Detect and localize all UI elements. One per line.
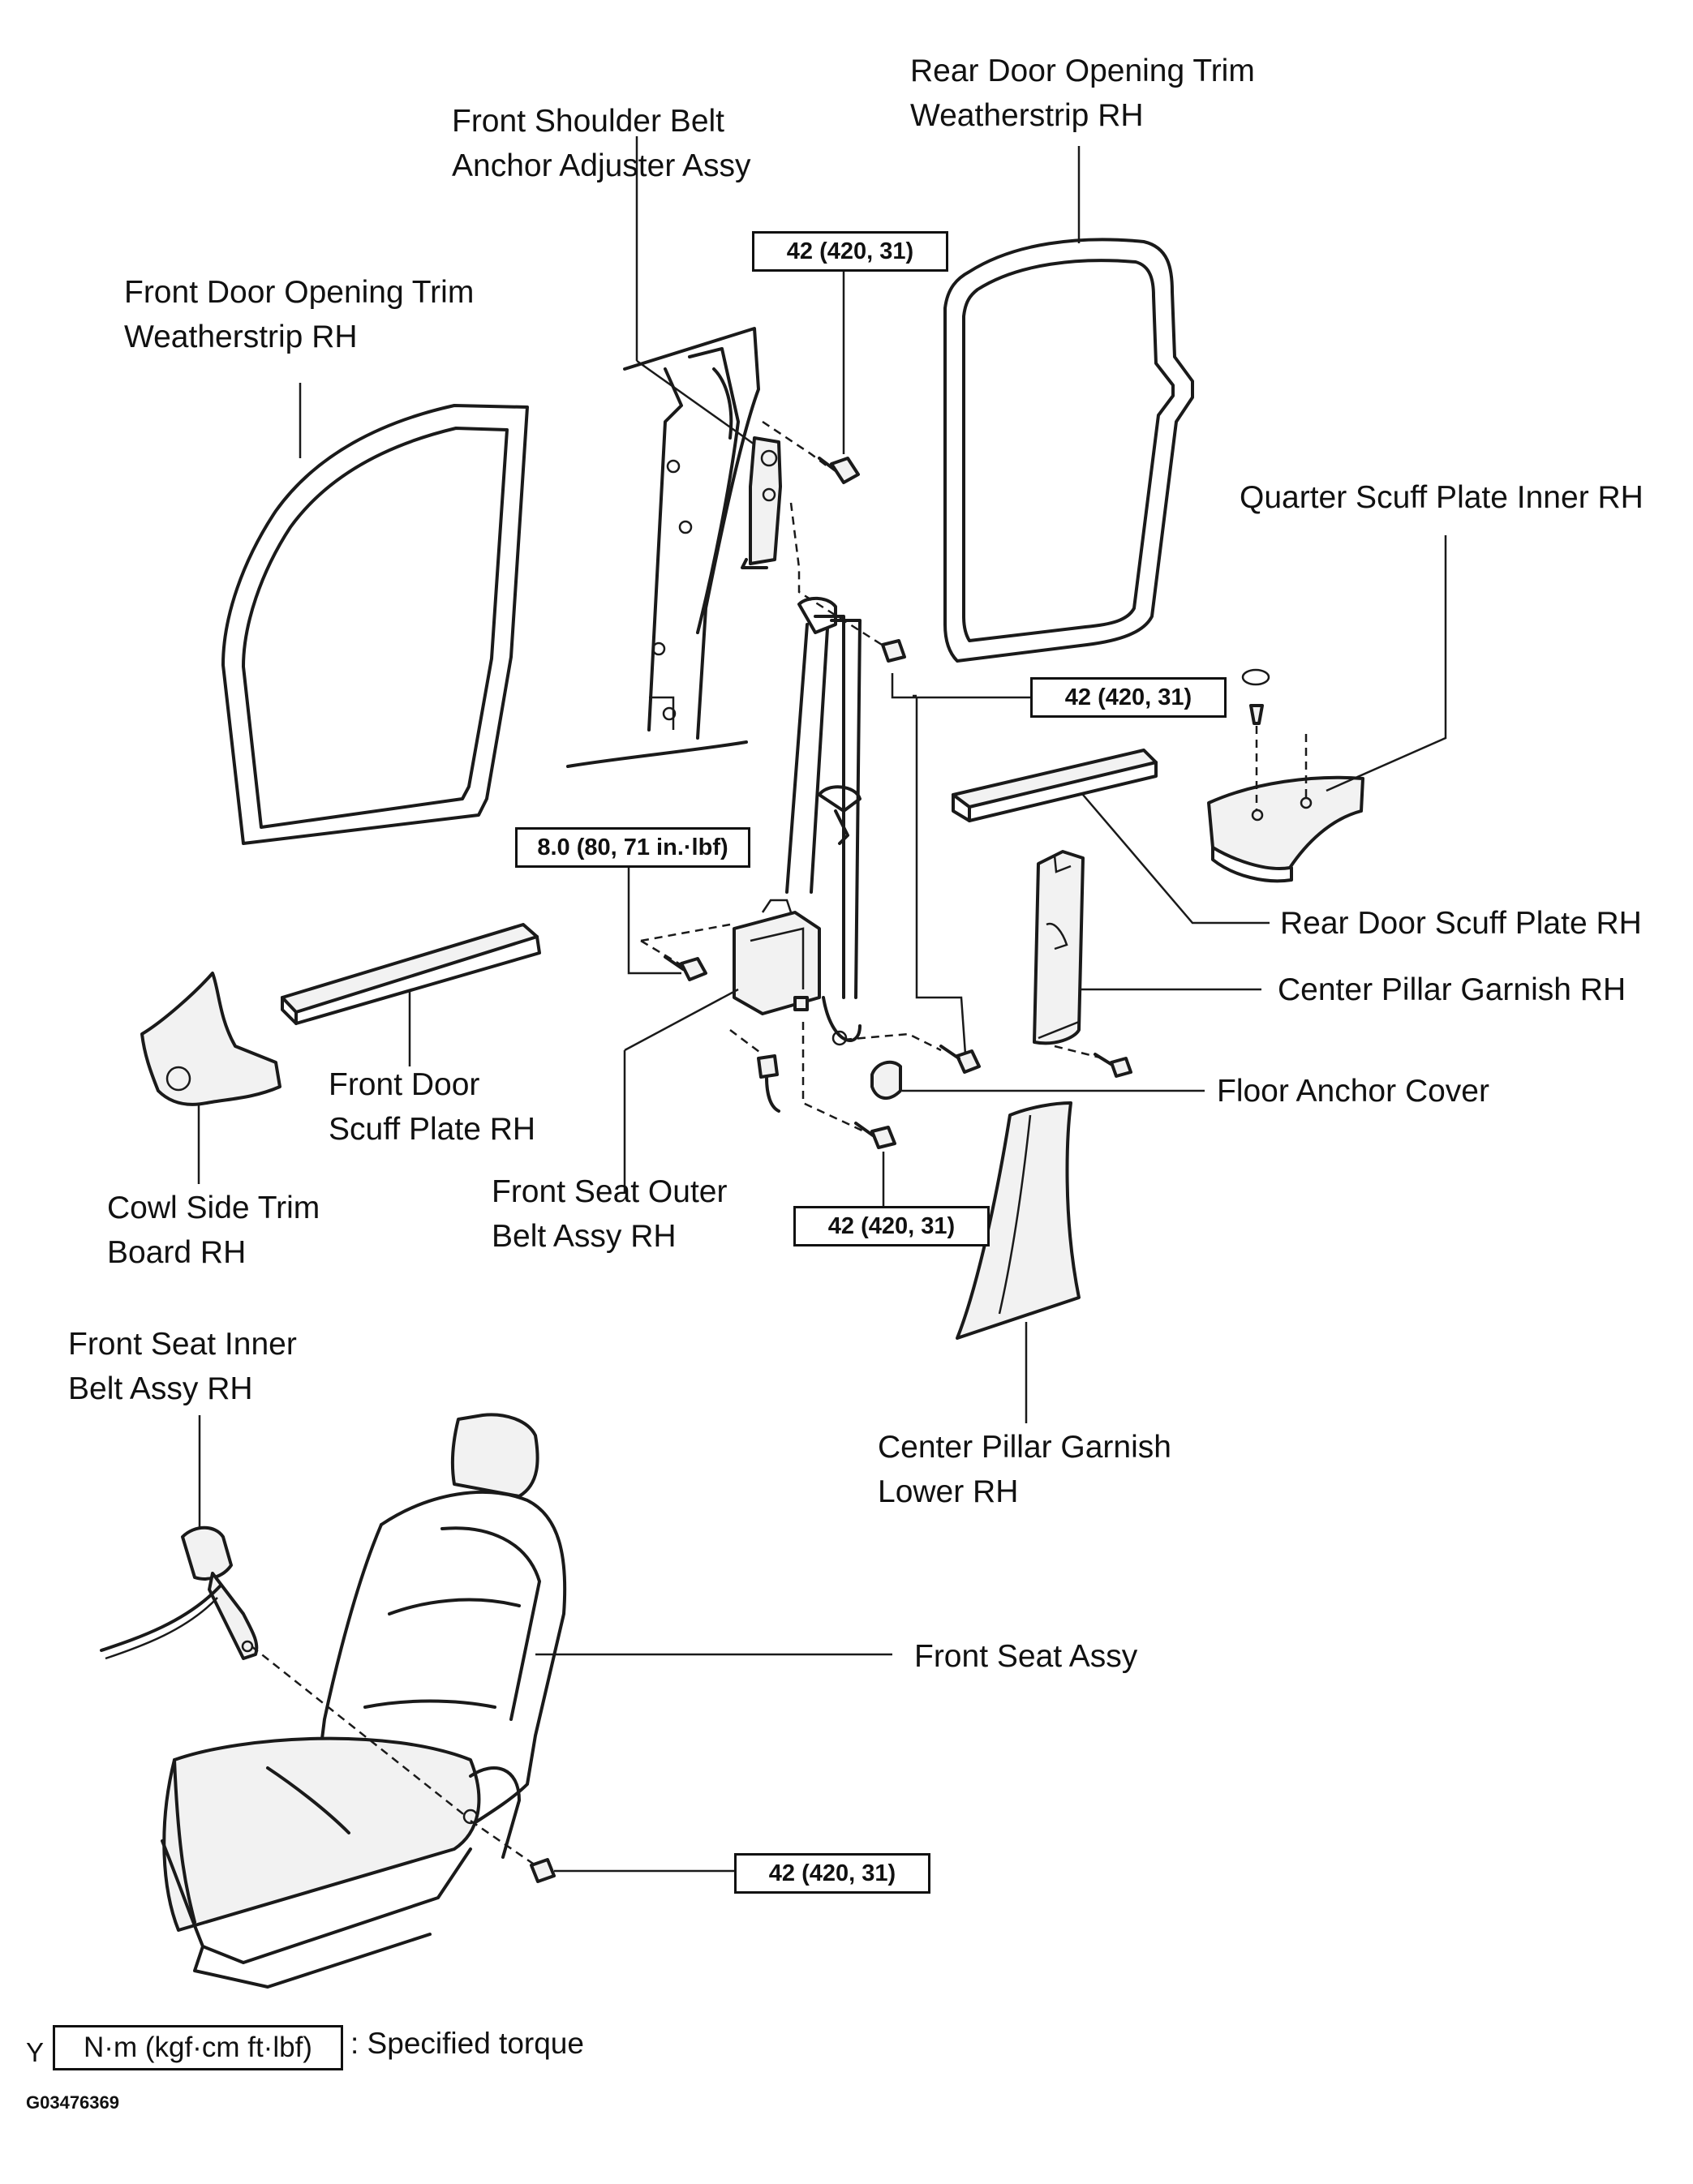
leader-quarter-scuff (1326, 535, 1447, 792)
legend-text: : Specified torque (350, 2027, 584, 2060)
label-line: Front Shoulder Belt (452, 104, 725, 139)
label-line: Scuff Plate RH (329, 1112, 536, 1147)
label-line: Front Seat Inner (68, 1327, 297, 1362)
front-seat-inner-belt (100, 1525, 259, 1660)
label-line: Front Seat Outer (492, 1174, 728, 1209)
front-seat-outer-belt (733, 596, 862, 1046)
label-line: Front Door Opening Trim (124, 275, 475, 310)
label-line: Cowl Side Trim (107, 1191, 320, 1225)
floor-anchor-bolt (939, 1045, 981, 1074)
leader-torque-retractor (627, 861, 681, 975)
pillar-nut (881, 639, 906, 663)
dash-shoulder-bolt (762, 420, 828, 467)
dash-inner-belt (251, 1646, 467, 1817)
front-door-weatherstrip (221, 404, 529, 845)
center-pillar-body (566, 327, 760, 768)
label-line: Floor Anchor Cover (1217, 1074, 1489, 1109)
figure-id: G03476369 (26, 2092, 119, 2113)
shoulder-bolt (818, 457, 860, 484)
label-center-pillar-garnish-lower: Center Pillar Garnish Lower RH (878, 1425, 1171, 1514)
label-line: Rear Door Scuff Plate RH (1280, 906, 1642, 941)
leader-pillar-bolt (915, 697, 967, 1055)
label-line: Lower RH (878, 1474, 1019, 1509)
torque-box-retractor: 8.0 (80, 71 in.·lbf) (515, 827, 750, 868)
dash-floor-anchor (843, 1032, 942, 1052)
label-center-pillar-garnish: Center Pillar Garnish RH (1278, 968, 1626, 1012)
label-quarter-scuff-plate: Quarter Scuff Plate Inner RH (1240, 475, 1644, 520)
label-line: Quarter Scuff Plate Inner RH (1240, 480, 1644, 515)
torque-box-pillar: 42 (420, 31) (1030, 677, 1227, 718)
torque-box-shoulder: 42 (420, 31) (752, 231, 948, 272)
label-line: Anchor Adjuster Assy (452, 148, 751, 183)
rear-door-weatherstrip (943, 238, 1194, 663)
leader-outer-belt-2 (624, 988, 739, 1052)
label-line: Center Pillar Garnish (878, 1430, 1171, 1465)
center-pillar-garnish (1033, 850, 1085, 1045)
label-line: Front Door (329, 1067, 480, 1102)
shoulder-anchor-adjuster (741, 436, 782, 569)
label-front-seat-assy: Front Seat Assy (914, 1634, 1137, 1679)
label-line: Board RH (107, 1235, 247, 1270)
label-line: Belt Assy RH (68, 1371, 253, 1406)
dash-connector (729, 1029, 763, 1055)
lower-anchor-bolt (854, 1122, 896, 1149)
cowl-side-trim (140, 972, 281, 1106)
front-door-scuff-plate (281, 923, 541, 1025)
rear-door-scuff-plate (952, 749, 1158, 822)
torque-box-seat: 42 (420, 31) (734, 1853, 930, 1894)
belt-connector (757, 1054, 780, 1113)
label-line: Weatherstrip RH (124, 320, 358, 354)
seat-nut (530, 1858, 556, 1883)
quarter-scuff-plate (1207, 668, 1364, 883)
label-front-seat-outer-belt: Front Seat Outer Belt Assy RH (492, 1169, 727, 1259)
dash-lower-anchor (801, 1022, 865, 1133)
dash-retractor-2 (640, 939, 682, 967)
retractor-bolt (664, 955, 707, 981)
floor-anchor-cover (870, 1060, 902, 1100)
dash-retractor-1 (640, 923, 731, 942)
dash-garnish (1054, 1045, 1104, 1060)
leader-torque-pillar (891, 673, 1030, 699)
label-line: Rear Door Opening Trim (910, 54, 1255, 88)
torque-box-floor-anchor: 42 (420, 31) (793, 1206, 990, 1246)
label-line: Front Seat Assy (914, 1639, 1138, 1674)
label-cowl-side-trim: Cowl Side Trim Board RH (107, 1186, 320, 1275)
legend-torque-box: N·m (kgf·cm ft·lbf) (53, 2025, 343, 2070)
label-front-door-weatherstrip: Front Door Opening Trim Weatherstrip RH (124, 270, 474, 359)
label-line: Belt Assy RH (492, 1219, 677, 1254)
label-front-shoulder-belt: Front Shoulder Belt Anchor Adjuster Assy (452, 99, 751, 188)
leader-shoulder-anchor-2 (636, 359, 755, 446)
leader-rear-door-scuff (1082, 794, 1270, 925)
label-floor-anchor-cover: Floor Anchor Cover (1217, 1069, 1489, 1113)
label-front-door-scuff-plate: Front Door Scuff Plate RH (329, 1062, 535, 1152)
label-line: Center Pillar Garnish RH (1278, 972, 1626, 1007)
legend-prefix: Y (26, 2037, 45, 2067)
label-rear-door-scuff-plate: Rear Door Scuff Plate RH (1280, 901, 1642, 946)
label-line: Weatherstrip RH (910, 98, 1144, 133)
label-front-seat-inner-belt: Front Seat Inner Belt Assy RH (68, 1322, 297, 1411)
front-seat-assy (161, 1413, 567, 1989)
label-rear-door-weatherstrip: Rear Door Opening Trim Weatherstrip RH (910, 49, 1255, 138)
